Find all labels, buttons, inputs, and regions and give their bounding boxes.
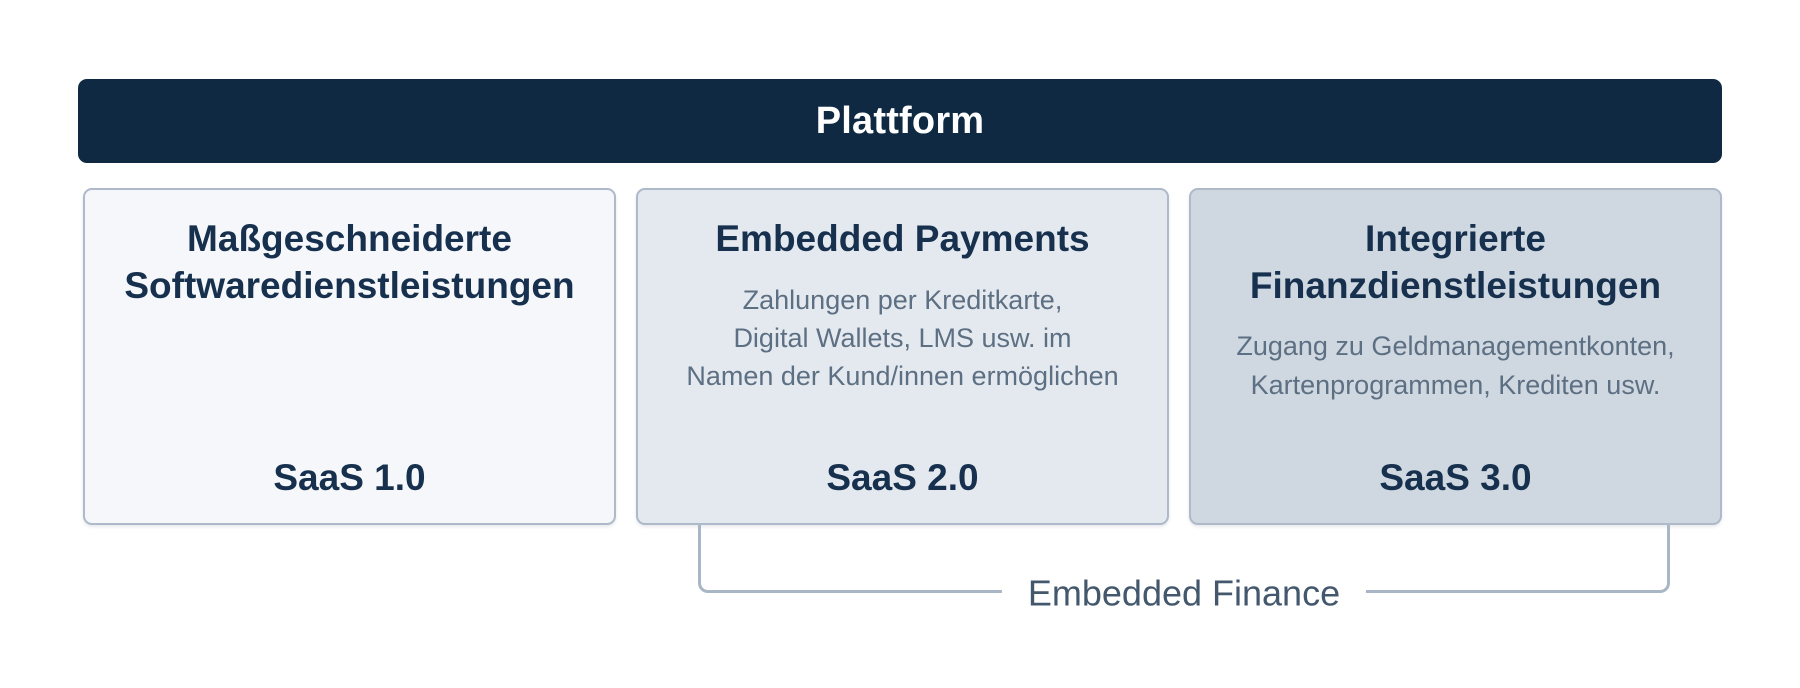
saas-1-title: Maßgeschneiderte Softwaredienstleistunge… [124, 218, 575, 306]
saas-2-description: Zahlungen per Kreditkarte, Digital Walle… [686, 284, 1119, 392]
saas-3-title: Integrierte Finanzdienstleistungen [1249, 218, 1662, 306]
saas-box-row: Maßgeschneiderte Softwaredienstleistunge… [83, 188, 1722, 525]
saas-3-box: Integrierte Finanzdienstleistungen Zugan… [1189, 188, 1722, 525]
saas-3-description: Zugang zu Geldmanagementkonten, Kartenpr… [1236, 331, 1675, 400]
embedded-finance-bracket: Embedded Finance [698, 525, 1670, 617]
platform-header-title: Plattform [815, 99, 985, 142]
saas-3-label: SaaS 3.0 [1379, 457, 1532, 498]
saas-2-label: SaaS 2.0 [826, 457, 979, 498]
saas-2-title: Embedded Payments [715, 218, 1090, 259]
embedded-finance-label: Embedded Finance [1001, 569, 1367, 617]
saas-1-box: Maßgeschneiderte Softwaredienstleistunge… [83, 188, 616, 525]
saas-2-box: Embedded Payments Zahlungen per Kreditka… [636, 188, 1169, 525]
saas-1-label: SaaS 1.0 [273, 457, 426, 498]
platform-header-bar: Plattform [78, 79, 1722, 163]
